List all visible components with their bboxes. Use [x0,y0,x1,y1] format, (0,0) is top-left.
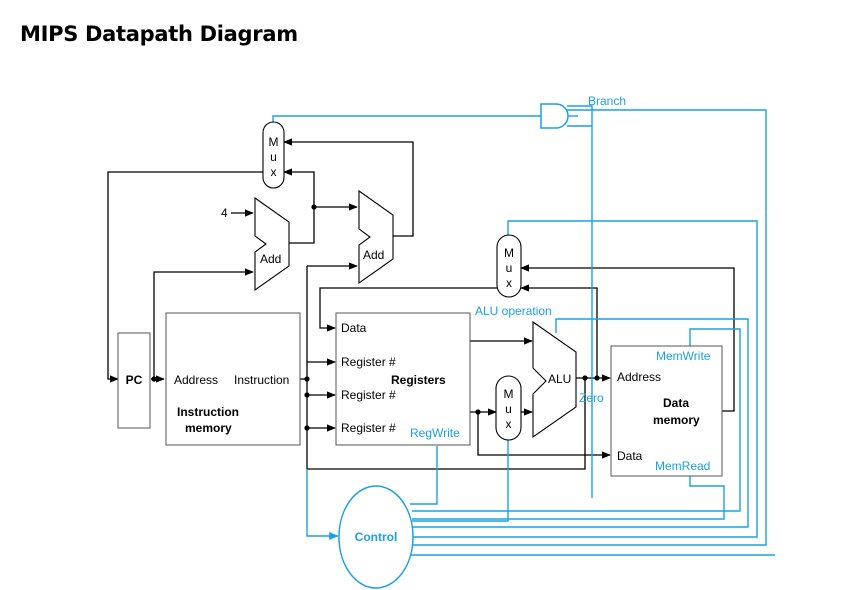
program-counter: PC [117,332,151,429]
adder-label-2: Add [363,248,384,262]
reg-register-2-label: Register # [341,388,396,402]
control-label: Control [355,530,398,544]
write-back-mux: M u x [496,234,522,298]
alu-label: ALU [548,372,571,386]
pc-source-mux: M u x [262,121,285,189]
branch-and-gate [540,103,569,129]
alu-operation-label: ALU operation [475,304,552,318]
adder-label-1: Add [260,252,281,266]
pc-label: PC [126,373,143,387]
register-file: Data Register # Registers Register # Reg… [335,312,471,446]
memwrite-label: MemWrite [656,349,711,363]
mux-letter-x: x [506,276,512,290]
data-mem-address-label: Address [617,370,661,384]
instr-mem-address-label: Address [174,373,218,387]
pc-adder: Add [254,196,290,292]
data-wires [107,138,735,470]
mux-letter-m: M [269,135,279,149]
mux-letter-u: u [505,402,512,416]
mux-letter-x: x [506,417,512,431]
reg-register-1-label: Register # [341,355,396,369]
page-title: MIPS Datapath Diagram [20,22,298,46]
instr-mem-instruction-label: Instruction [234,373,289,387]
alu: ALU [532,320,577,439]
control-unit: Control [338,485,414,589]
instr-mem-name-1: Instruction [177,405,239,419]
instr-mem-name-2: memory [185,421,232,435]
data-mem-name-2: memory [653,413,700,427]
data-mem-data-label: Data [617,449,643,463]
reg-register-3-label: Register # [341,421,396,435]
mux-letter-m: M [504,387,514,401]
reg-data-label: Data [341,321,367,335]
branch-label: Branch [588,94,626,108]
mux-letter-m: M [504,246,514,260]
mux-letter-u: u [270,150,277,164]
branch-adder: Add [358,189,394,285]
data-mem-name-1: Data [663,396,689,410]
instruction-memory: Address Instruction Instruction memory [165,312,301,446]
mux-letter-u: u [506,261,513,275]
data-memory: MemWrite Address Data memory Data MemRea… [610,345,723,477]
zero-label: Zero [579,391,604,405]
regwrite-label: RegWrite [410,426,460,440]
constant-four: 4 [221,206,228,220]
alu-source-mux: M u x [495,375,522,441]
junction-dots [151,204,600,431]
control-wires [272,105,775,556]
registers-name: Registers [391,373,446,387]
memread-label: MemRead [655,459,710,473]
mux-letter-x: x [271,165,277,179]
